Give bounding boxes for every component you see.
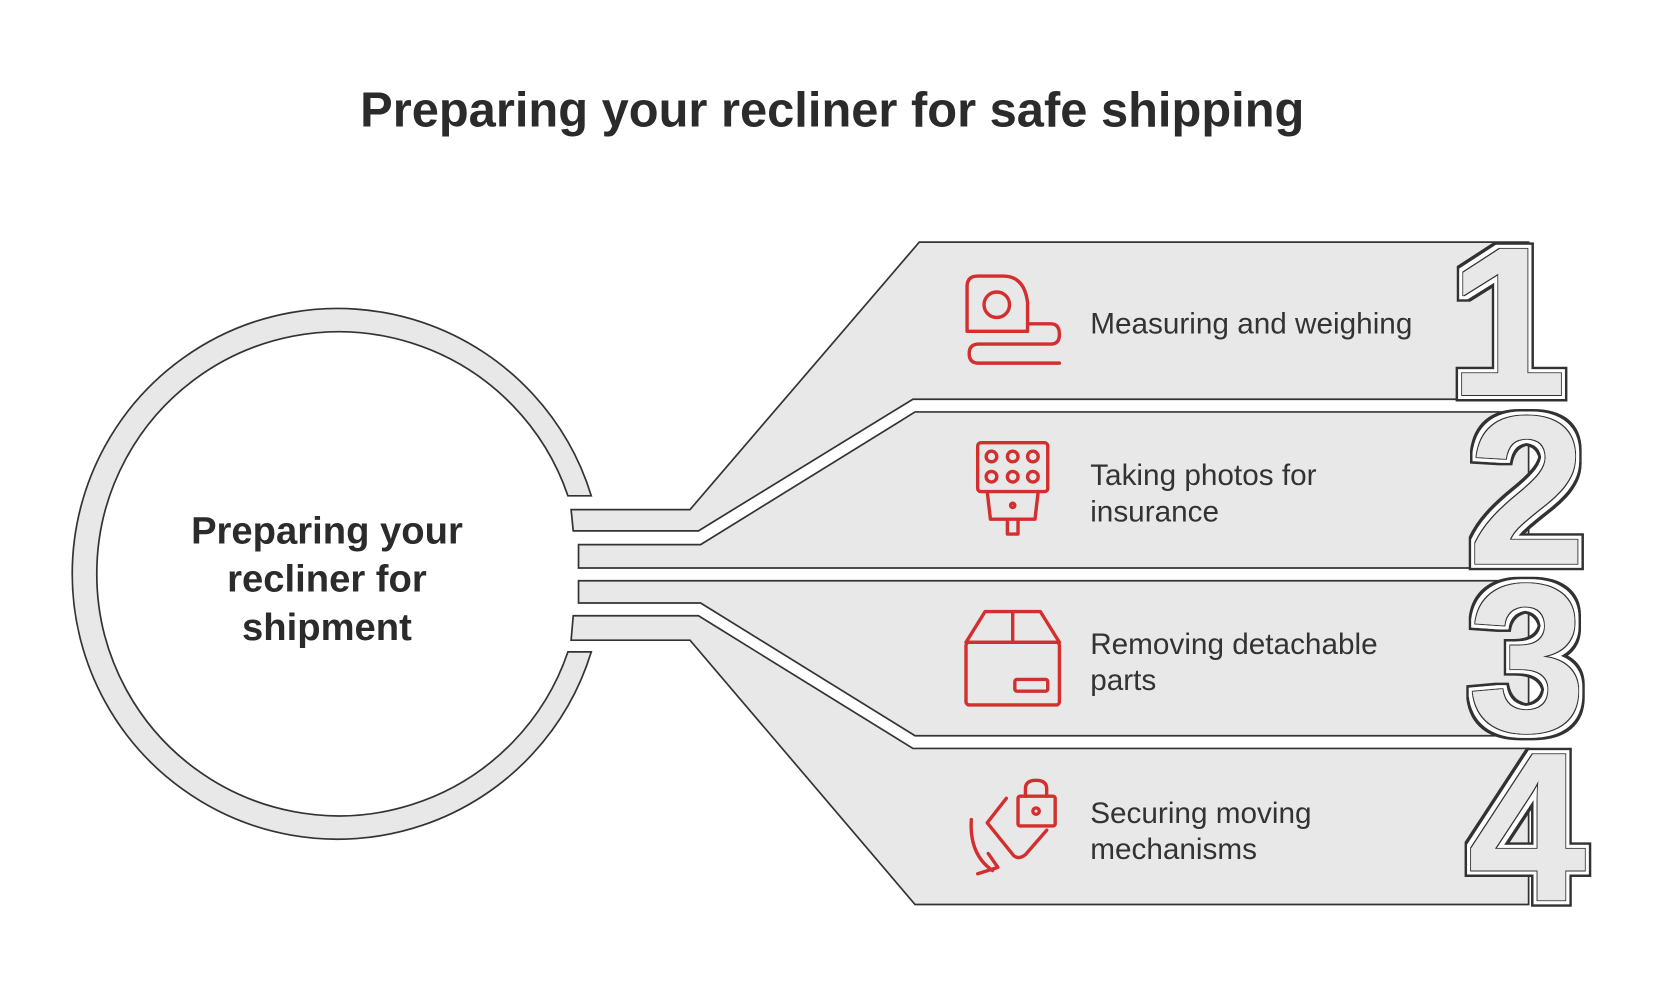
tape-measure-icon — [965, 274, 1062, 365]
step-band-1 — [570, 241, 1530, 532]
step-text: insurance — [1090, 495, 1219, 528]
center-line: Preparing your — [191, 510, 463, 553]
step-label-1: Measuring and weighing — [1090, 307, 1412, 340]
step-text: Securing moving — [1090, 797, 1311, 830]
center-line: shipment — [242, 606, 412, 649]
step-text: mechanisms — [1090, 833, 1257, 866]
page-title: Preparing your recliner for safe shippin… — [360, 83, 1304, 137]
step-number-2: 2 — [1468, 372, 1586, 609]
step-text: Taking photos for — [1090, 459, 1316, 492]
step-band-2 — [577, 411, 1530, 569]
center-label: Preparing your recliner for shipment — [191, 510, 463, 650]
center-line: recliner for — [227, 557, 427, 600]
box-icon — [964, 609, 1062, 707]
step-band-4 — [570, 614, 1530, 906]
step-band-3 — [577, 579, 1530, 737]
step-number-4: 4 — [1468, 708, 1586, 945]
step-text: Measuring and weighing — [1090, 307, 1412, 340]
step-label-2: Taking photos for insurance — [1090, 459, 1316, 528]
camera-icon — [975, 441, 1050, 536]
step-label-4: Securing moving mechanisms — [1090, 797, 1311, 866]
step-label-3: Removing detachable parts — [1090, 628, 1377, 697]
center-ring — [71, 307, 593, 841]
lock-rotate-icon — [969, 778, 1057, 876]
step-text: parts — [1090, 664, 1156, 697]
step-number-1: 1 — [1449, 203, 1567, 440]
step-number-3: 3 — [1468, 539, 1586, 776]
step-text: Removing detachable — [1090, 628, 1377, 661]
